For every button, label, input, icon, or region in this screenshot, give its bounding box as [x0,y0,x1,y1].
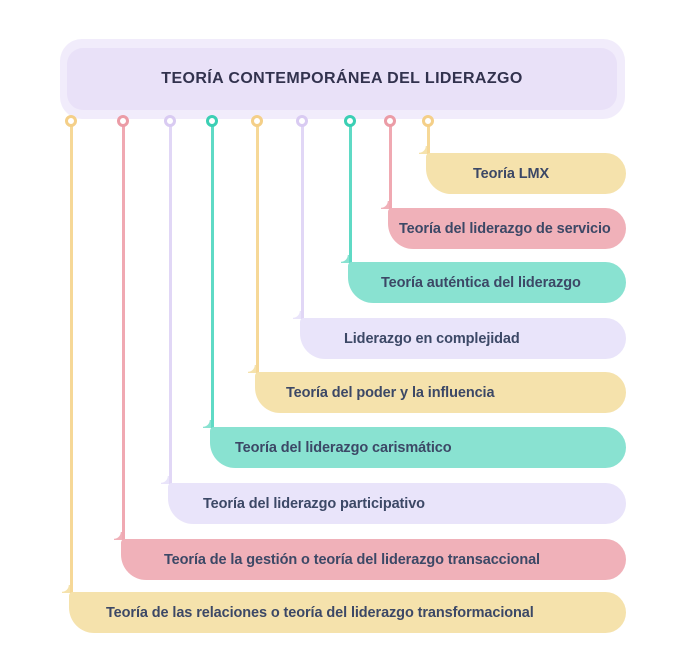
connector-line [121,125,125,541]
diagram-title: TEORÍA CONTEMPORÁNEA DEL LIDERAZGO [161,70,523,87]
theory-bar: Teoría del liderazgo participativo [168,483,626,524]
connector-line [69,125,73,594]
connector-dot-icon [251,115,263,127]
connector-dot-icon [65,115,77,127]
connector-line [300,125,304,320]
theory-label: Teoría LMX [473,165,550,182]
theory-bar: Teoría de la gestión o teoría del lidera… [121,539,626,580]
theory-label: Liderazgo en complejidad [344,330,520,347]
connector-dot-icon [206,115,218,127]
theory-bar: Teoría del poder y la influencia [255,372,626,413]
connector-fillet [202,420,211,428]
theory-label: Teoría de las relaciones o teoría del li… [106,604,534,621]
connector-fillet [247,365,256,373]
connector-line [210,125,214,429]
connector-dot-icon [117,115,129,127]
theory-bar: Teoría auténtica del liderazgo [348,262,626,303]
connector-dot-icon [422,115,434,127]
connector-line [348,125,352,264]
connector-dot-icon [164,115,176,127]
theory-bar: Teoría del liderazgo de servicio [388,208,626,249]
connector-fillet [340,255,349,263]
connector-fillet [160,476,169,484]
theory-bar: Teoría LMX [426,153,626,194]
connector-dot-icon [344,115,356,127]
connector-fillet [418,146,427,154]
theory-label: Teoría del liderazgo carismático [235,439,452,456]
connector-dot-icon [296,115,308,127]
connector-fillet [61,585,70,593]
connector-line [168,125,172,485]
theory-label: Teoría del poder y la influencia [286,384,495,401]
connector-fillet [113,532,122,540]
connector-line [255,125,259,374]
connector-dot-icon [384,115,396,127]
theory-label: Teoría de la gestión o teoría del lidera… [164,551,540,568]
connector-fillet [380,201,389,209]
theory-label: Teoría del liderazgo de servicio [399,220,611,237]
title-box: TEORÍA CONTEMPORÁNEA DEL LIDERAZGO [67,48,617,110]
theory-bar: Teoría de las relaciones o teoría del li… [69,592,626,633]
connector-fillet [292,311,301,319]
theory-label: Teoría auténtica del liderazgo [381,274,581,291]
theory-label: Teoría del liderazgo participativo [203,495,425,512]
connector-line [388,125,392,210]
theory-bar: Liderazgo en complejidad [300,318,626,359]
theory-bar: Teoría del liderazgo carismático [210,427,626,468]
connector-line [426,125,430,155]
